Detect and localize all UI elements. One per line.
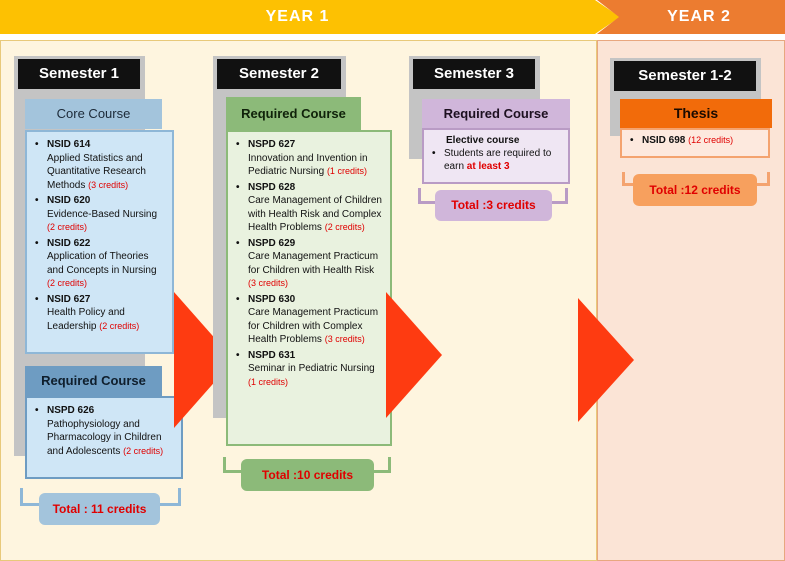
elective-item: Students are required to earn at least 3 bbox=[430, 147, 562, 173]
semester2-required-heading: Required Course bbox=[226, 97, 361, 130]
arrow-right-icon bbox=[174, 292, 234, 428]
semester1-required-heading: Required Course bbox=[25, 366, 162, 396]
semester1-total: Total : 11 credits bbox=[39, 493, 160, 525]
semester3-required-heading: Required Course bbox=[422, 99, 570, 128]
thesis-heading: Thesis bbox=[620, 99, 772, 128]
semester12-total: Total :12 credits bbox=[633, 174, 757, 206]
year1-label: YEAR 1 bbox=[265, 8, 330, 25]
thesis-box: NSID 698 (12 credits) bbox=[620, 128, 770, 158]
year1-banner: YEAR 1 bbox=[0, 0, 620, 34]
semester2-title: Semester 2 bbox=[217, 59, 341, 89]
arrow-right-icon bbox=[386, 292, 442, 418]
semester3-required-box: Elective course Students are required to… bbox=[422, 128, 570, 184]
semester1-title: Semester 1 bbox=[18, 59, 140, 89]
semester3-title: Semester 3 bbox=[413, 59, 535, 89]
arrow-right-icon bbox=[578, 298, 634, 422]
semester3-total: Total :3 credits bbox=[435, 190, 552, 221]
semester2-total: Total :10 credits bbox=[241, 459, 374, 491]
year2-banner: YEAR 2 bbox=[597, 0, 785, 34]
semester1-core-heading: Core Course bbox=[25, 99, 162, 129]
year2-label: YEAR 2 bbox=[667, 8, 731, 25]
course-item: NSID 698 (12 credits) bbox=[628, 134, 762, 148]
semester12-title: Semester 1-2 bbox=[614, 61, 756, 91]
elective-title: Elective course bbox=[446, 135, 520, 146]
